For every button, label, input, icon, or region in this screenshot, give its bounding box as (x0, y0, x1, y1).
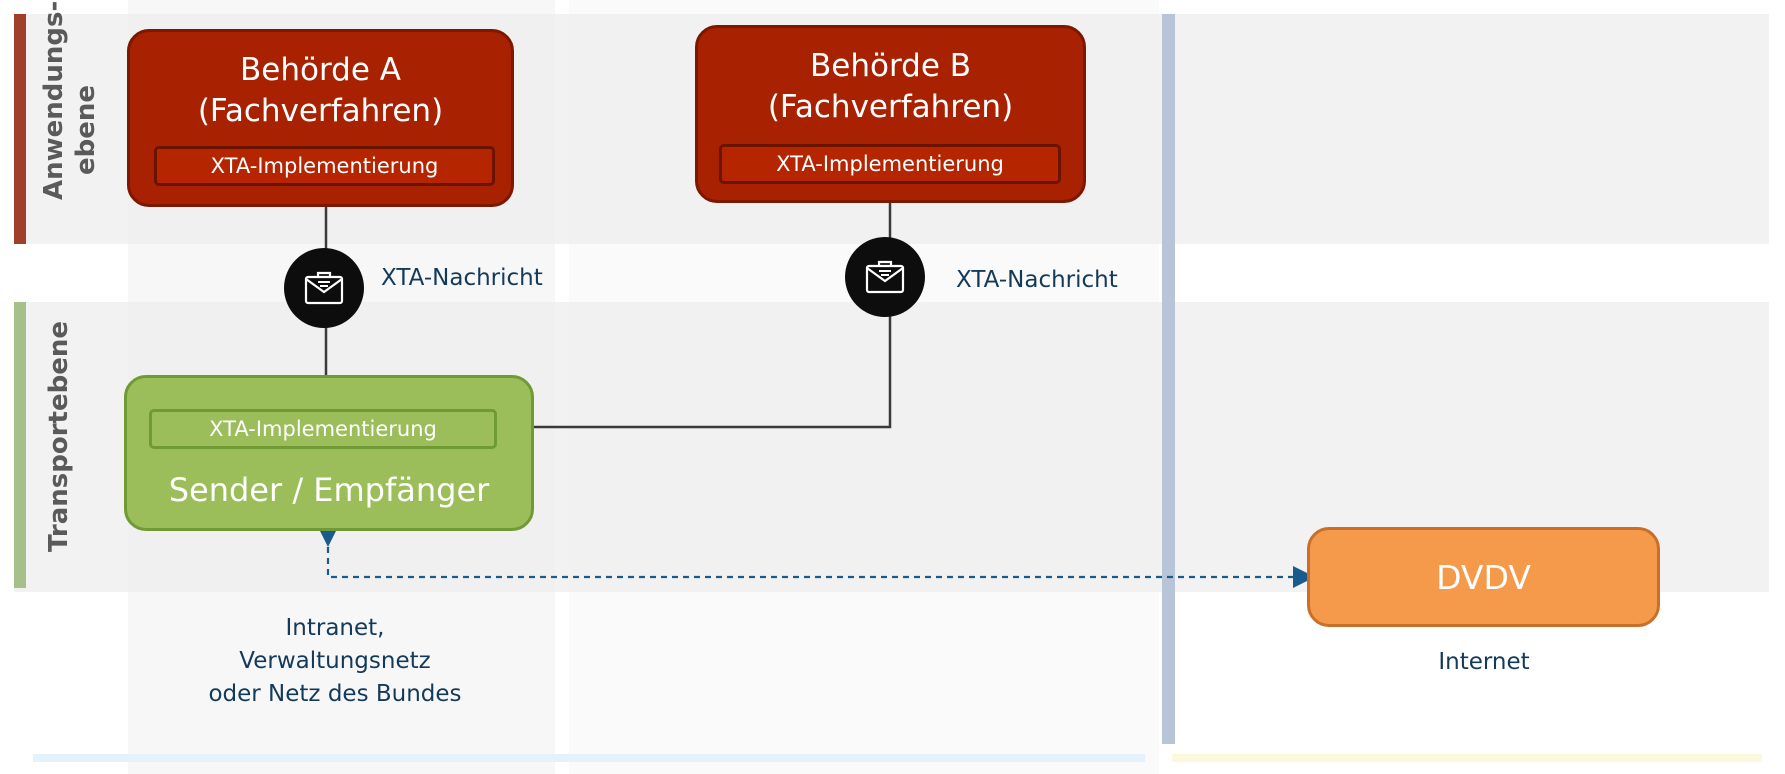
application-lane-bar (14, 14, 26, 244)
message-envelope-icon (865, 260, 905, 294)
intranet-zone-line-3: oder Netz des Bundes (208, 681, 462, 707)
authority-b-implementation: XTA-Implementierung (719, 144, 1061, 184)
dashed-link-dvdv (317, 525, 1315, 588)
intranet-zone-line-2: Verwaltungsnetz (239, 648, 431, 674)
message-label-left: XTA-Nachricht (381, 265, 543, 291)
dvdv-box: DVDV (1307, 527, 1660, 627)
intranet-zone-label: Intranet, Verwaltungsnetz oder Netz des … (180, 612, 490, 711)
message-circle-right (845, 237, 925, 317)
message-envelope-icon (304, 271, 344, 305)
line-transport-to-b (496, 175, 903, 429)
message-circle-left (284, 248, 364, 328)
sender-receiver-title: Sender / Empfänger (168, 471, 490, 509)
intranet-zone-line-1: Intranet, (285, 615, 385, 641)
dvdv-title: DVDV (1436, 557, 1531, 597)
authority-b-title: Behörde B (809, 48, 972, 84)
authority-a-title: Behörde A (240, 52, 401, 88)
sender-receiver-implementation: XTA-Implementierung (149, 409, 497, 449)
internet-zone-label: Internet (1438, 649, 1530, 675)
intranet-bottom-line (33, 754, 1145, 762)
authority-a-subtitle: (Fachverfahren) (197, 93, 444, 129)
transport-lane-bar (14, 302, 26, 588)
internet-bottom-line (1172, 754, 1762, 762)
sender-receiver-box: Sender / Empfänger (124, 375, 534, 531)
authority-a-implementation: XTA-Implementierung (154, 146, 495, 186)
authority-b-subtitle: (Fachverfahren) (767, 89, 1014, 125)
message-label-right: XTA-Nachricht (956, 267, 1118, 293)
